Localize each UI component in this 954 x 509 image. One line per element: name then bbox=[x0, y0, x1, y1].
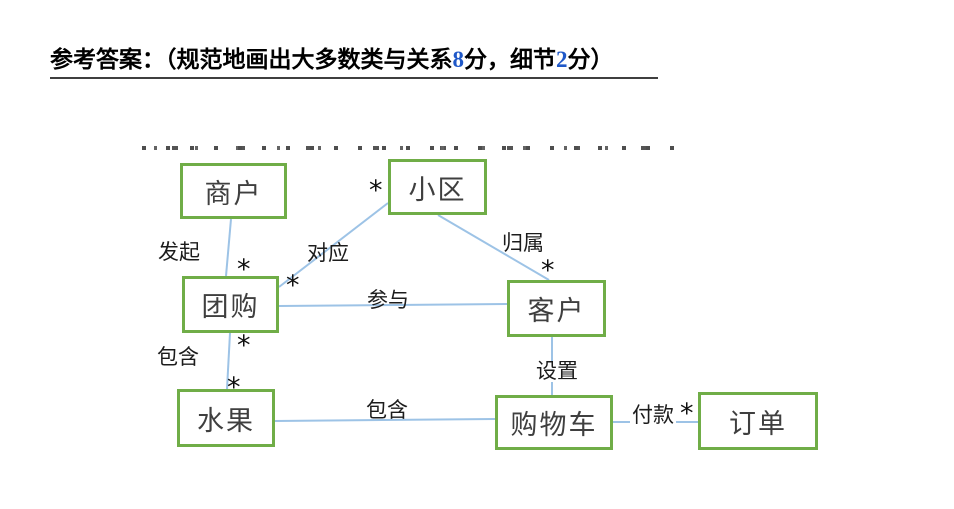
page-title-text: 参考答案：（规范地画出大多数类与关系8分，细节2分） bbox=[50, 47, 614, 72]
class-box-cart: 购物车 bbox=[495, 395, 613, 450]
class-box-fruit: 水果 bbox=[177, 389, 275, 447]
edge-label-correspond: 对应 bbox=[307, 242, 349, 265]
association-edge-community-groupbuy bbox=[278, 202, 389, 288]
class-name-order: 订单 bbox=[729, 408, 787, 439]
title-score-8: 8 bbox=[452, 47, 465, 72]
class-box-merchant: 商户 bbox=[180, 163, 287, 219]
class-box-order: 订单 bbox=[698, 392, 818, 450]
association-edge-groupbuy-customer bbox=[278, 303, 508, 307]
class-name-groupbuy: 团购 bbox=[201, 292, 260, 322]
edge-label-belong: 归属 bbox=[502, 232, 544, 255]
edge-label-participate: 参与 bbox=[367, 289, 409, 312]
multiplicity-star-customer-top: * bbox=[541, 255, 555, 286]
edge-label-contain-2: 包含 bbox=[366, 399, 408, 422]
class-name-customer: 客户 bbox=[527, 296, 586, 326]
class-name-merchant: 商户 bbox=[204, 178, 263, 209]
class-box-community: 小区 bbox=[388, 159, 487, 215]
title-suffix: 分） bbox=[567, 47, 614, 72]
multiplicity-star-community-left: * bbox=[369, 175, 383, 206]
class-name-cart: 购物车 bbox=[510, 410, 598, 440]
association-edge-community-customer bbox=[437, 214, 550, 281]
multiplicity-star-order-left: * bbox=[680, 398, 694, 429]
title-mid: 分，细节 bbox=[464, 47, 556, 72]
class-box-groupbuy: 团购 bbox=[182, 276, 279, 333]
class-name-community: 小区 bbox=[408, 174, 467, 205]
page-title: 参考答案：（规范地画出大多数类与关系8分，细节2分） bbox=[50, 40, 658, 79]
association-edge-merchant-groupbuy bbox=[225, 218, 232, 277]
class-name-fruit: 水果 bbox=[197, 405, 255, 436]
edge-label-contain-1: 包含 bbox=[157, 346, 199, 369]
multiplicity-star-groupbuy-top: * bbox=[237, 254, 251, 285]
class-box-customer: 客户 bbox=[507, 280, 606, 337]
title-score-2: 2 bbox=[556, 47, 568, 72]
multiplicity-star-fruit-top: * bbox=[227, 372, 241, 403]
cropped-text-artifact bbox=[142, 146, 682, 150]
title-prefix: 参考答案：（规范地画出大多数类与关系 bbox=[50, 47, 453, 72]
association-edge-groupbuy-fruit bbox=[226, 332, 231, 390]
edge-label-initiate: 发起 bbox=[158, 241, 200, 264]
multiplicity-star-groupbuy-bottom: * bbox=[237, 330, 251, 361]
edge-label-pay: 付款 bbox=[630, 404, 676, 427]
edge-label-setup: 设置 bbox=[534, 360, 580, 383]
multiplicity-star-groupbuy-right: * bbox=[286, 270, 300, 301]
association-edge-fruit-cart bbox=[274, 418, 496, 422]
